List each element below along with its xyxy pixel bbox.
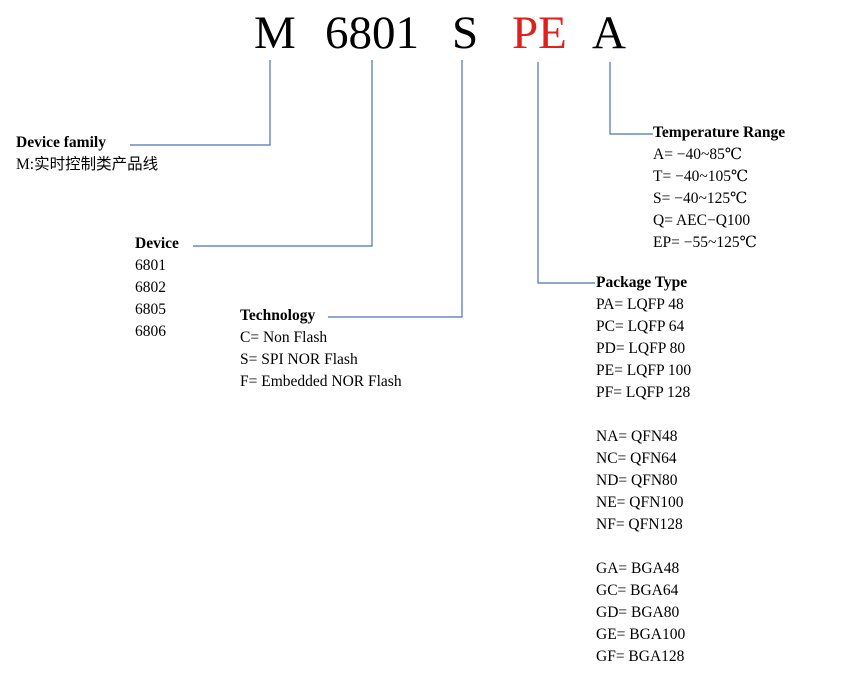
temperature-range-heading: Temperature Range [653,124,786,141]
temperature-item: S= −40~125℃ [653,190,748,207]
package-item: PC= LQFP 64 [596,318,685,335]
device-family-section: Device family M:实时控制类产品线 [16,132,158,176]
device-item: 6802 [135,279,166,296]
group-spacer [596,536,691,558]
package-item: PA= LQFP 48 [596,296,684,313]
package-item: GF= BGA128 [596,648,685,665]
temperature-item: T= −40~105℃ [653,168,749,185]
temperature-item: A= −40~85℃ [653,146,743,163]
package-item: GA= BGA48 [596,560,680,577]
package-item: NA= QFN48 [596,428,678,445]
temperature-range-section: Temperature Range A= −40~85℃ T= −40~105℃… [653,122,785,254]
package-type-section: Package Type PA= LQFP 48 PC= LQFP 64 PD=… [596,272,691,668]
connector-temperature [609,62,653,135]
device-item: 6801 [135,257,166,274]
technology-item: F= Embedded NOR Flash [240,373,402,390]
package-item: PF= LQFP 128 [596,384,691,401]
package-item: NC= QFN64 [596,450,677,467]
technology-heading: Technology [240,307,316,324]
temperature-item: Q= AEC−Q100 [653,212,751,229]
package-item: PE= LQFP 100 [596,362,692,379]
package-type-heading: Package Type [596,274,688,291]
package-item: NE= QFN100 [596,494,684,511]
code-device: 6801 [325,7,419,59]
device-heading: Device [135,235,179,252]
device-item: 6806 [135,323,166,340]
package-item: ND= QFN80 [596,472,678,489]
connector-package [537,62,595,284]
package-item: GC= BGA64 [596,582,679,599]
connector-technology [328,60,463,318]
device-item: 6805 [135,301,166,318]
group-spacer [596,404,691,426]
code-package: PE [512,7,567,59]
package-item: PD= LQFP 80 [596,340,686,357]
device-family-heading: Device family [16,134,106,151]
package-item: GE= BGA100 [596,626,686,643]
technology-item: C= Non Flash [240,329,328,346]
device-section: Device 6801 6802 6805 6806 [135,233,179,343]
connector-family [130,60,271,146]
code-family: M [254,7,296,59]
technology-section: Technology C= Non Flash S= SPI NOR Flash… [240,305,402,393]
package-item: NF= QFN128 [596,516,683,533]
package-item: GD= BGA80 [596,604,680,621]
code-temperature: A [592,7,626,59]
connector-device [193,60,373,247]
temperature-item: EP= −55~125℃ [653,234,757,251]
technology-item: S= SPI NOR Flash [240,351,358,368]
code-technology: S [452,7,479,59]
device-family-item: M:实时控制类产品线 [16,156,159,173]
